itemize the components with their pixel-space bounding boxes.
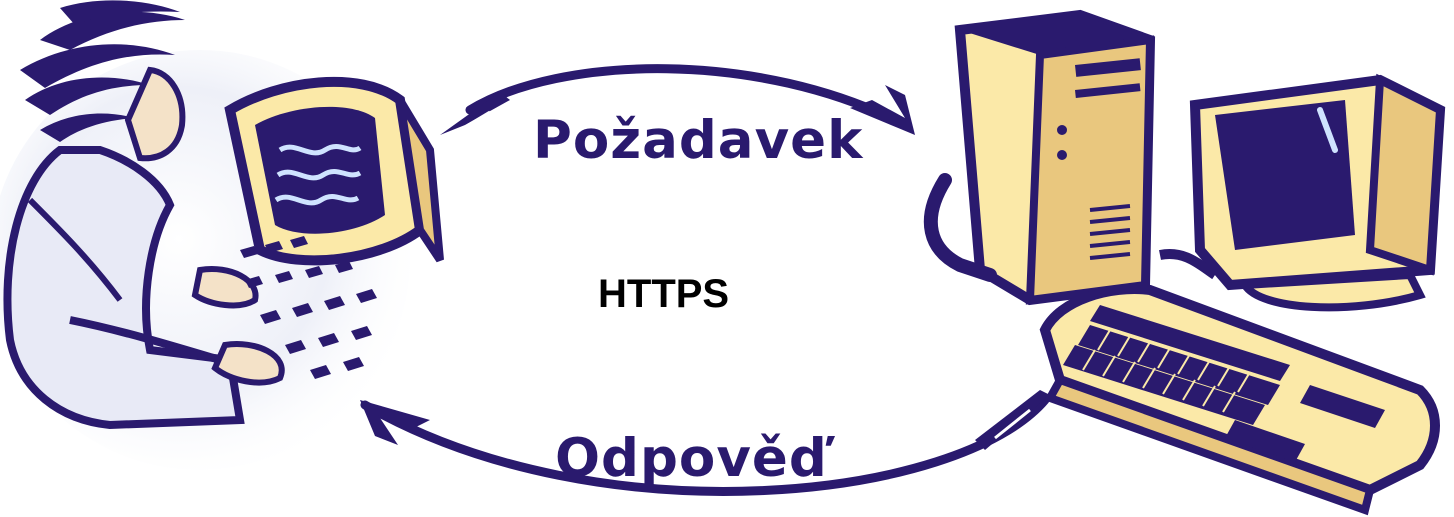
hand-icon bbox=[191, 266, 259, 309]
protocol-label: HTTPS bbox=[598, 272, 730, 316]
shirt-fold bbox=[27, 197, 123, 302]
client-person-at-computer-icon bbox=[0, 0, 444, 470]
server-keyboard-icon bbox=[1039, 284, 1440, 516]
server-desktop-computer-icon bbox=[923, 9, 1446, 516]
face-icon bbox=[124, 66, 186, 162]
server-monitor-icon bbox=[1159, 73, 1446, 312]
response-arrow bbox=[360, 390, 1050, 496]
client-keyboard-icon bbox=[240, 236, 377, 379]
client-monitor-icon bbox=[224, 76, 444, 266]
hand-icon bbox=[211, 341, 285, 386]
torso-icon bbox=[3, 146, 245, 430]
request-label: Požadavek bbox=[533, 110, 864, 171]
response-label: Odpověď bbox=[555, 428, 828, 489]
hair-icon bbox=[20, 0, 185, 142]
arm-line bbox=[69, 316, 222, 364]
tower-icon bbox=[923, 9, 1156, 306]
request-arrow bbox=[440, 64, 915, 135]
